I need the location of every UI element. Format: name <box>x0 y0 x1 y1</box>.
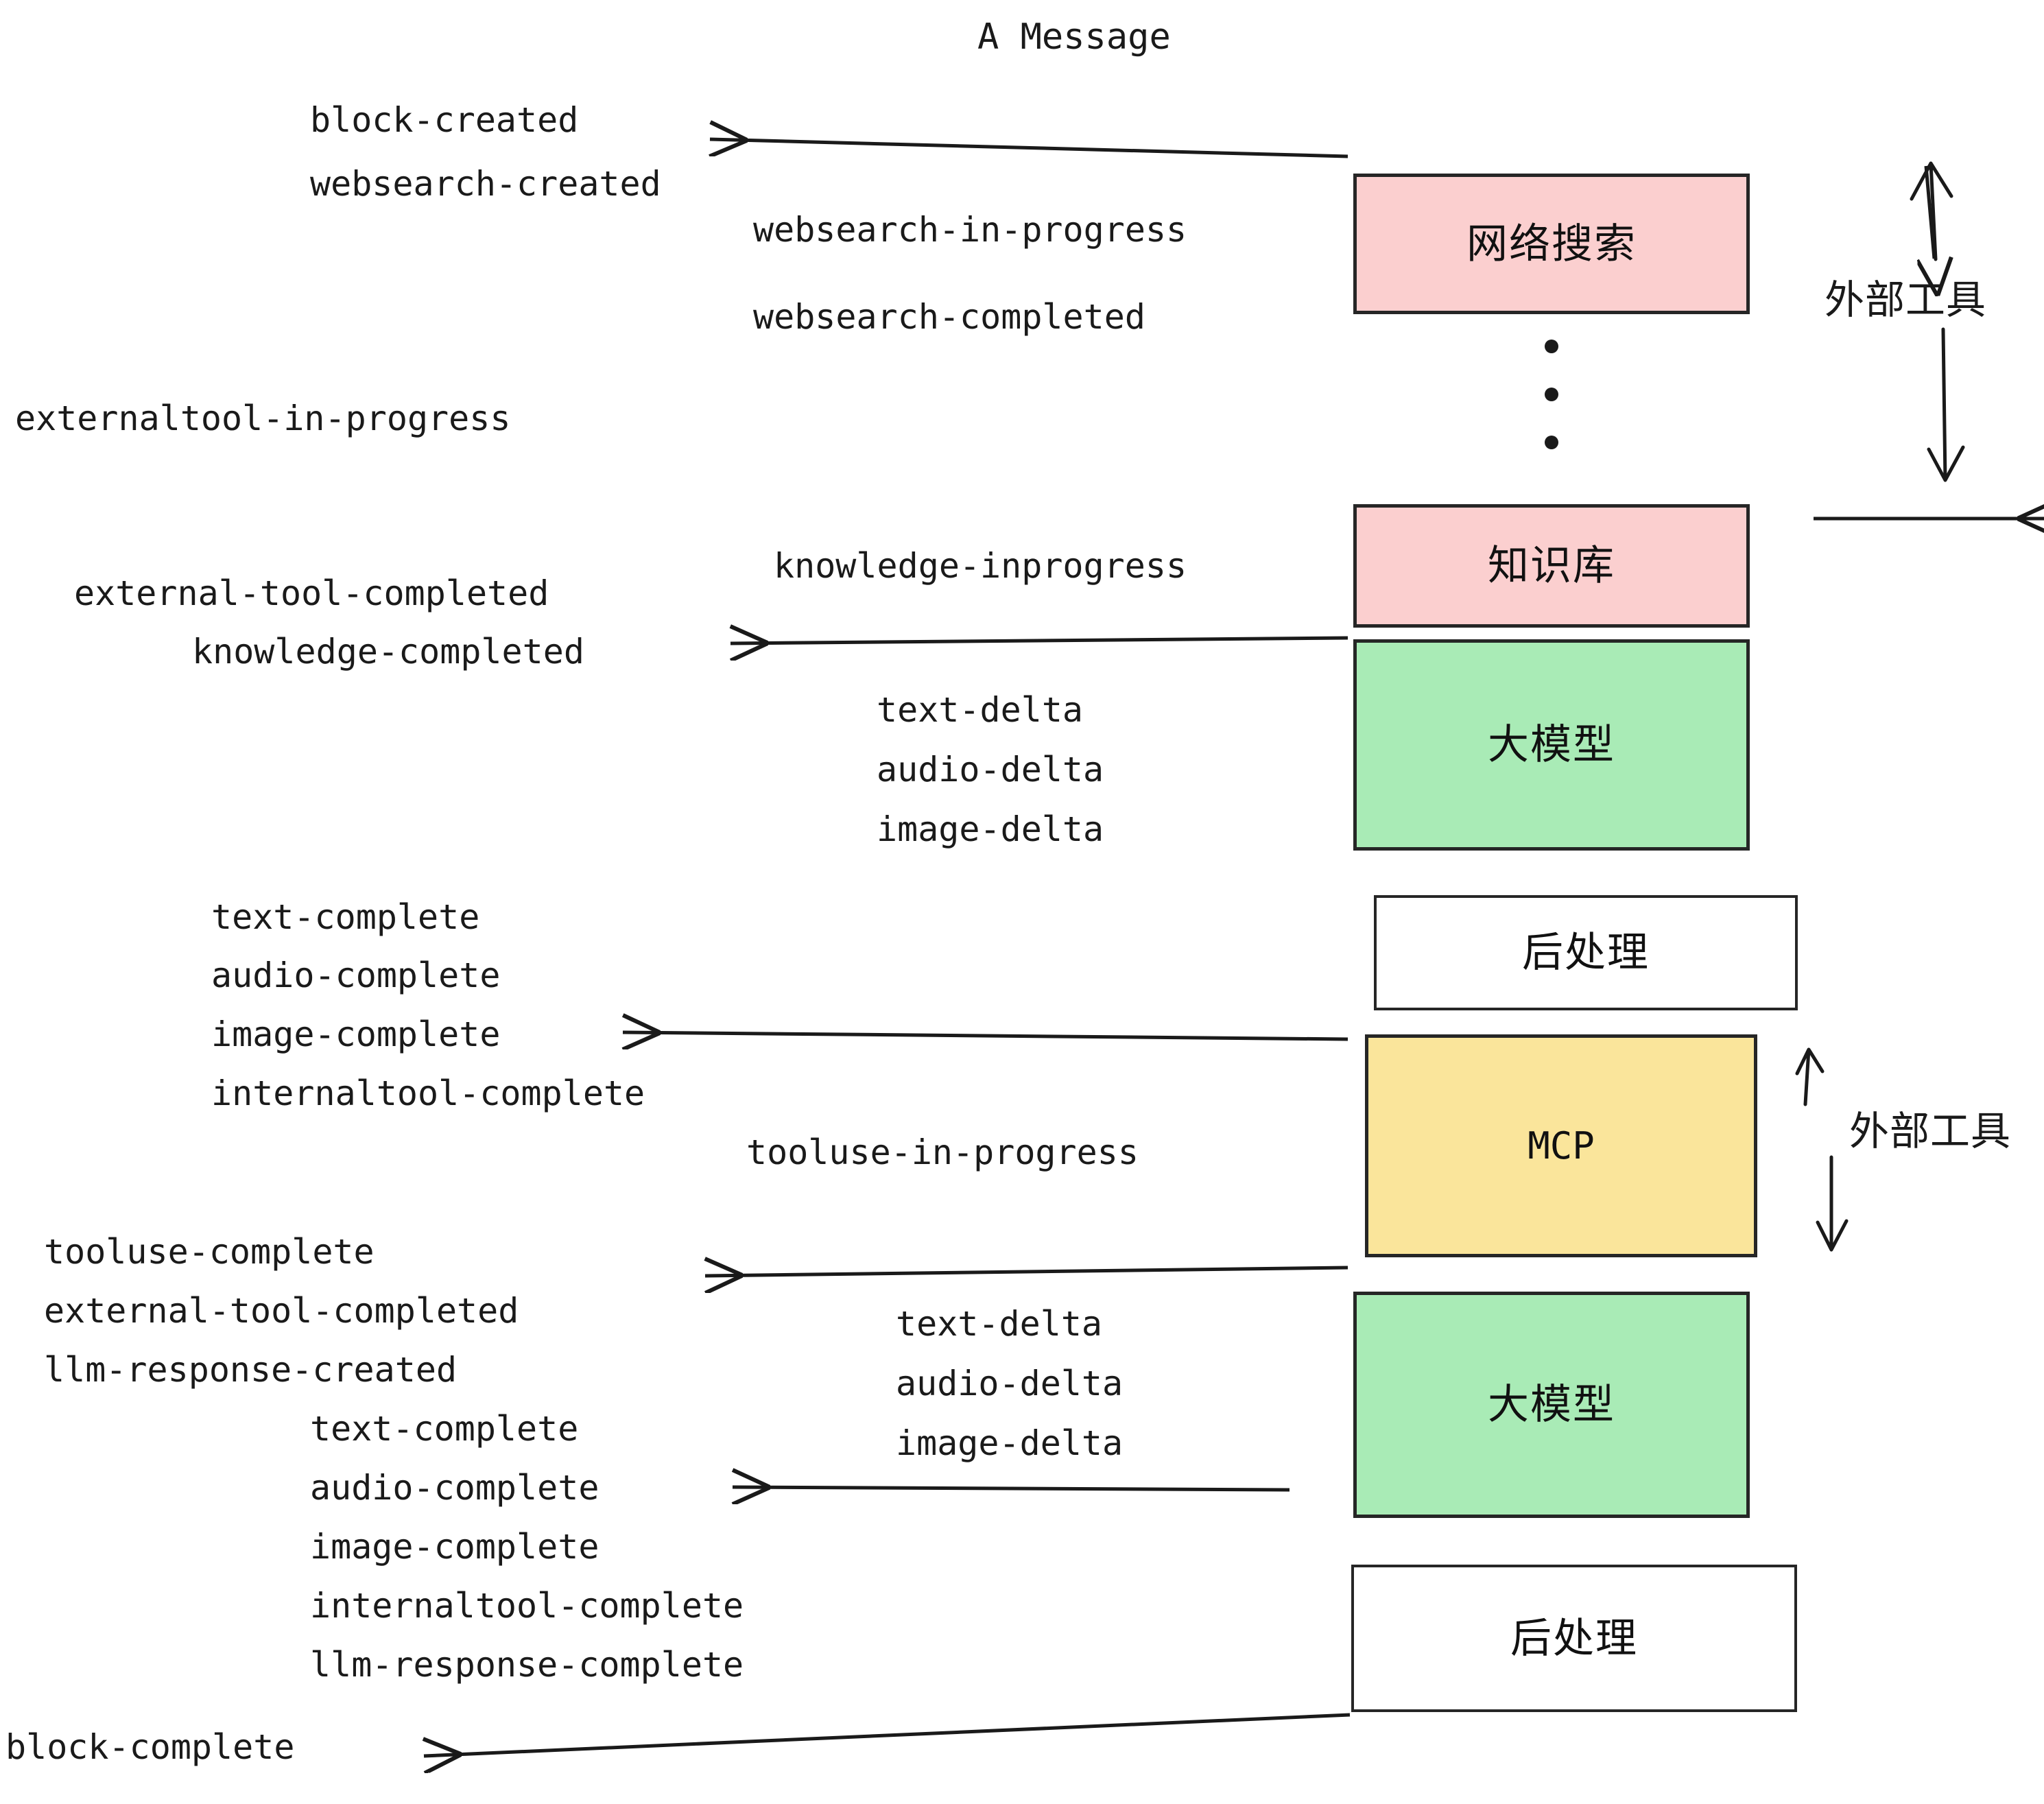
event-image-delta-2: image-delta <box>896 1423 1124 1463</box>
external-tool-up-arrow-top <box>1910 161 1953 261</box>
node-postprocess-top-label: 后处理 <box>1522 929 1650 977</box>
node-knowledge-label: 知识库 <box>1488 542 1615 590</box>
arrow-audio-complete <box>733 1487 1290 1490</box>
event-llm-response-created: llm-response-created <box>44 1350 457 1390</box>
event-image-complete-1: image-complete <box>211 1014 501 1054</box>
ellipsis-dot <box>1545 388 1558 401</box>
event-knowledge-inprogress: knowledge-inprogress <box>774 546 1187 586</box>
event-audio-complete-2: audio-complete <box>310 1468 599 1508</box>
node-llm-top-label: 大模型 <box>1488 721 1615 769</box>
node-postprocess-top[interactable]: 后处理 <box>1374 895 1798 1010</box>
event-text-complete-2: text-complete <box>310 1409 579 1449</box>
event-text-complete-1: text-complete <box>211 897 480 937</box>
event-audio-delta-2: audio-delta <box>896 1364 1124 1403</box>
node-postprocess-bottom[interactable]: 后处理 <box>1351 1565 1797 1712</box>
event-image-delta-1: image-delta <box>877 809 1104 849</box>
arrow-knowledge-done <box>730 638 1348 643</box>
event-llm-response-complete: llm-response-complete <box>310 1645 744 1685</box>
event-knowledge-completed: knowledge-completed <box>192 632 584 672</box>
event-tooluse-in-progress: tooluse-in-progress <box>746 1132 1139 1172</box>
event-text-delta-2: text-delta <box>896 1304 1103 1344</box>
event-text-delta-1: text-delta <box>877 690 1084 730</box>
event-internaltool-complete-1: internaltool-complete <box>211 1073 645 1113</box>
ellipsis-dot <box>1545 340 1558 353</box>
arrow-tooluse-complete <box>705 1268 1348 1276</box>
event-websearch-completed: websearch-completed <box>753 297 1145 337</box>
event-external-tool-completed-1: external-tool-completed <box>74 573 549 613</box>
node-mcp[interactable]: MCP <box>1365 1034 1757 1257</box>
event-externaltool-in-progress: externaltool-in-progress <box>15 399 511 438</box>
external-tool-up-arrow-bot <box>1795 1047 1825 1106</box>
page-title: A Message <box>977 16 1171 58</box>
side-label-external-tools-bottom: 外部工具 <box>1849 1108 2012 1154</box>
arrow-block-complete <box>424 1713 1351 1756</box>
node-llm-bottom[interactable]: 大模型 <box>1353 1292 1750 1518</box>
event-internaltool-complete-2: internaltool-complete <box>310 1586 744 1626</box>
external-tool-arrow-up-top <box>1926 165 1934 259</box>
event-websearch-created: websearch-created <box>310 164 661 204</box>
node-websearch-label: 网络搜索 <box>1466 219 1637 268</box>
side-label-external-tools-top: 外部工具 <box>1825 276 1987 323</box>
node-mcp-label: MCP <box>1528 1124 1595 1167</box>
external-tool-down-arrow-bot <box>1816 1155 1849 1252</box>
event-block-complete: block-complete <box>5 1727 295 1767</box>
event-audio-delta-1: audio-delta <box>877 750 1104 790</box>
event-block-created: block-created <box>310 100 579 140</box>
arrow-block-created <box>710 139 1348 158</box>
event-external-tool-completed-2: external-tool-completed <box>44 1291 519 1331</box>
event-image-complete-2: image-complete <box>310 1527 599 1567</box>
event-websearch-in-progress: websearch-in-progress <box>753 210 1187 250</box>
external-tool-down-arrow-top <box>1927 327 1965 482</box>
event-tooluse-complete: tooluse-complete <box>44 1232 375 1272</box>
node-llm-top[interactable]: 大模型 <box>1353 639 1750 851</box>
node-knowledge[interactable]: 知识库 <box>1353 504 1750 628</box>
node-websearch[interactable]: 网络搜索 <box>1353 174 1750 314</box>
node-postprocess-bottom-label: 后处理 <box>1510 1614 1638 1663</box>
ellipsis-dot <box>1545 436 1558 449</box>
node-llm-bottom-label: 大模型 <box>1488 1381 1615 1429</box>
event-audio-complete-1: audio-complete <box>211 956 501 995</box>
arrow-image-complete <box>623 1032 1348 1039</box>
